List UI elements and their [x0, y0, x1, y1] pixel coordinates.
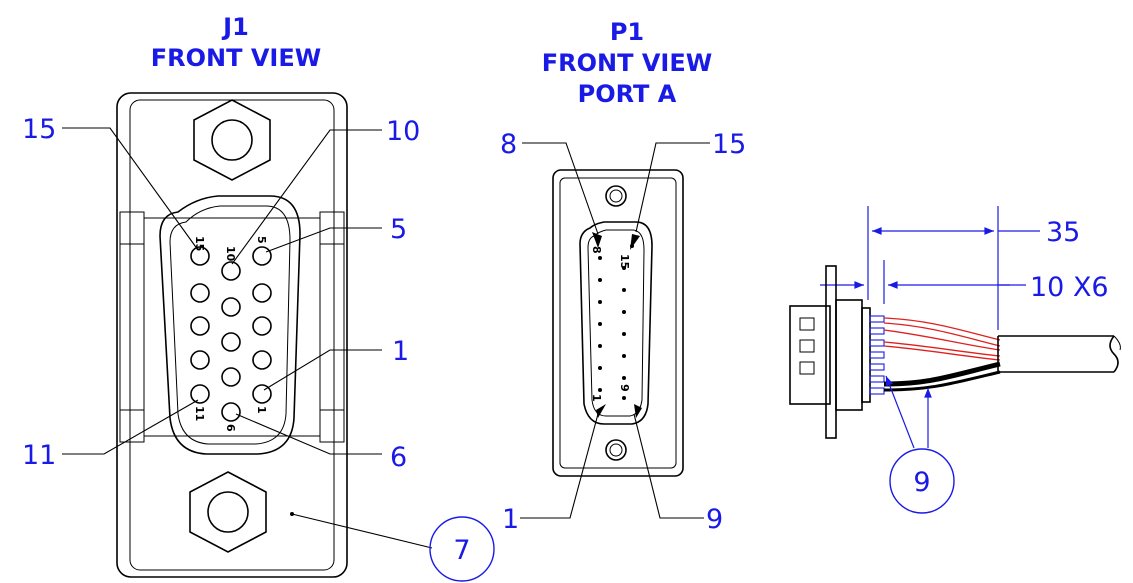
j1-pin-label-1: 1 — [255, 406, 268, 414]
j1-top-hex-nut — [193, 99, 271, 181]
j1-shell — [116, 92, 348, 578]
p1-callout-8: 8 — [500, 129, 517, 160]
p1-callout-1: 1 — [502, 504, 519, 535]
p1-pin-label-15: 15 — [618, 254, 631, 269]
j1-pin-label-15: 15 — [193, 236, 206, 251]
p1-pin-label-9: 9 — [618, 384, 631, 392]
j1-pin — [190, 283, 210, 303]
item-9-leaders — [885, 375, 932, 449]
balloon-9-label: 9 — [913, 467, 930, 498]
p1-title-line2: FRONT VIEW — [542, 49, 712, 77]
j1-pins — [190, 246, 272, 422]
j1-pin — [252, 384, 272, 404]
j1-pin-label-5: 5 — [255, 236, 268, 244]
j1-callout-11: 11 — [22, 440, 56, 471]
p1-shell — [552, 169, 684, 477]
balloon-7-label: 7 — [453, 535, 470, 566]
j1-pin — [252, 350, 272, 370]
j1-pin-label-11: 11 — [193, 406, 206, 421]
j1-pin — [221, 402, 241, 422]
p1-view: P1 FRONT VIEW PORT A — [500, 18, 746, 535]
p1-callout-15: 15 — [712, 129, 746, 160]
j1-pin — [190, 350, 210, 370]
p1-leaders — [520, 142, 710, 519]
cable-side-view: 35 10 X6 — [789, 206, 1121, 514]
dim-pin-length: 10 X6 — [820, 272, 1109, 303]
p1-pin-label-8: 8 — [590, 246, 603, 254]
j1-pin — [252, 246, 272, 266]
j1-title-line2: FRONT VIEW — [151, 44, 321, 72]
dim-pins-label: 10 X6 — [1030, 272, 1109, 303]
j1-d-sub-face — [159, 195, 301, 455]
dim-overall-label: 35 — [1046, 217, 1080, 248]
j1-pin-label-10: 10 — [224, 246, 237, 262]
j1-bottom-hex-nut — [189, 471, 267, 553]
side-solder-cups — [869, 315, 885, 395]
j1-pin — [190, 316, 210, 336]
j1-pin — [221, 367, 241, 387]
p1-title-line3: PORT A — [578, 80, 677, 108]
j1-pin — [190, 246, 210, 266]
j1-pin — [252, 283, 272, 303]
j1-pin — [190, 384, 210, 404]
p1-pins — [592, 232, 642, 418]
j1-callout-15: 15 — [22, 114, 56, 145]
j1-pin — [252, 316, 272, 336]
j1-callout-1: 1 — [392, 336, 409, 367]
j1-callout-10: 10 — [386, 116, 420, 147]
side-connector-body — [789, 265, 871, 439]
j1-leaders — [62, 127, 433, 549]
item-balloon-9: 9 — [889, 448, 955, 514]
j1-callout-6: 6 — [390, 442, 407, 473]
j1-pin — [221, 297, 241, 317]
j1-callout-5: 5 — [390, 214, 407, 245]
j1-pin-label-6: 6 — [224, 424, 237, 432]
dim-overall: 35 — [871, 217, 1080, 248]
side-cable-jacket — [997, 335, 1121, 373]
side-wires — [883, 317, 1001, 392]
p1-title-line1: P1 — [610, 18, 644, 46]
p1-pin-label-1: 1 — [590, 394, 603, 402]
item-balloon-7: 7 — [429, 516, 495, 582]
j1-pin — [221, 261, 241, 281]
j1-view: J1 FRONT VIEW — [22, 13, 495, 582]
j1-pin — [221, 332, 241, 352]
p1-callout-9: 9 — [706, 504, 723, 535]
j1-title-line1: J1 — [221, 13, 249, 41]
